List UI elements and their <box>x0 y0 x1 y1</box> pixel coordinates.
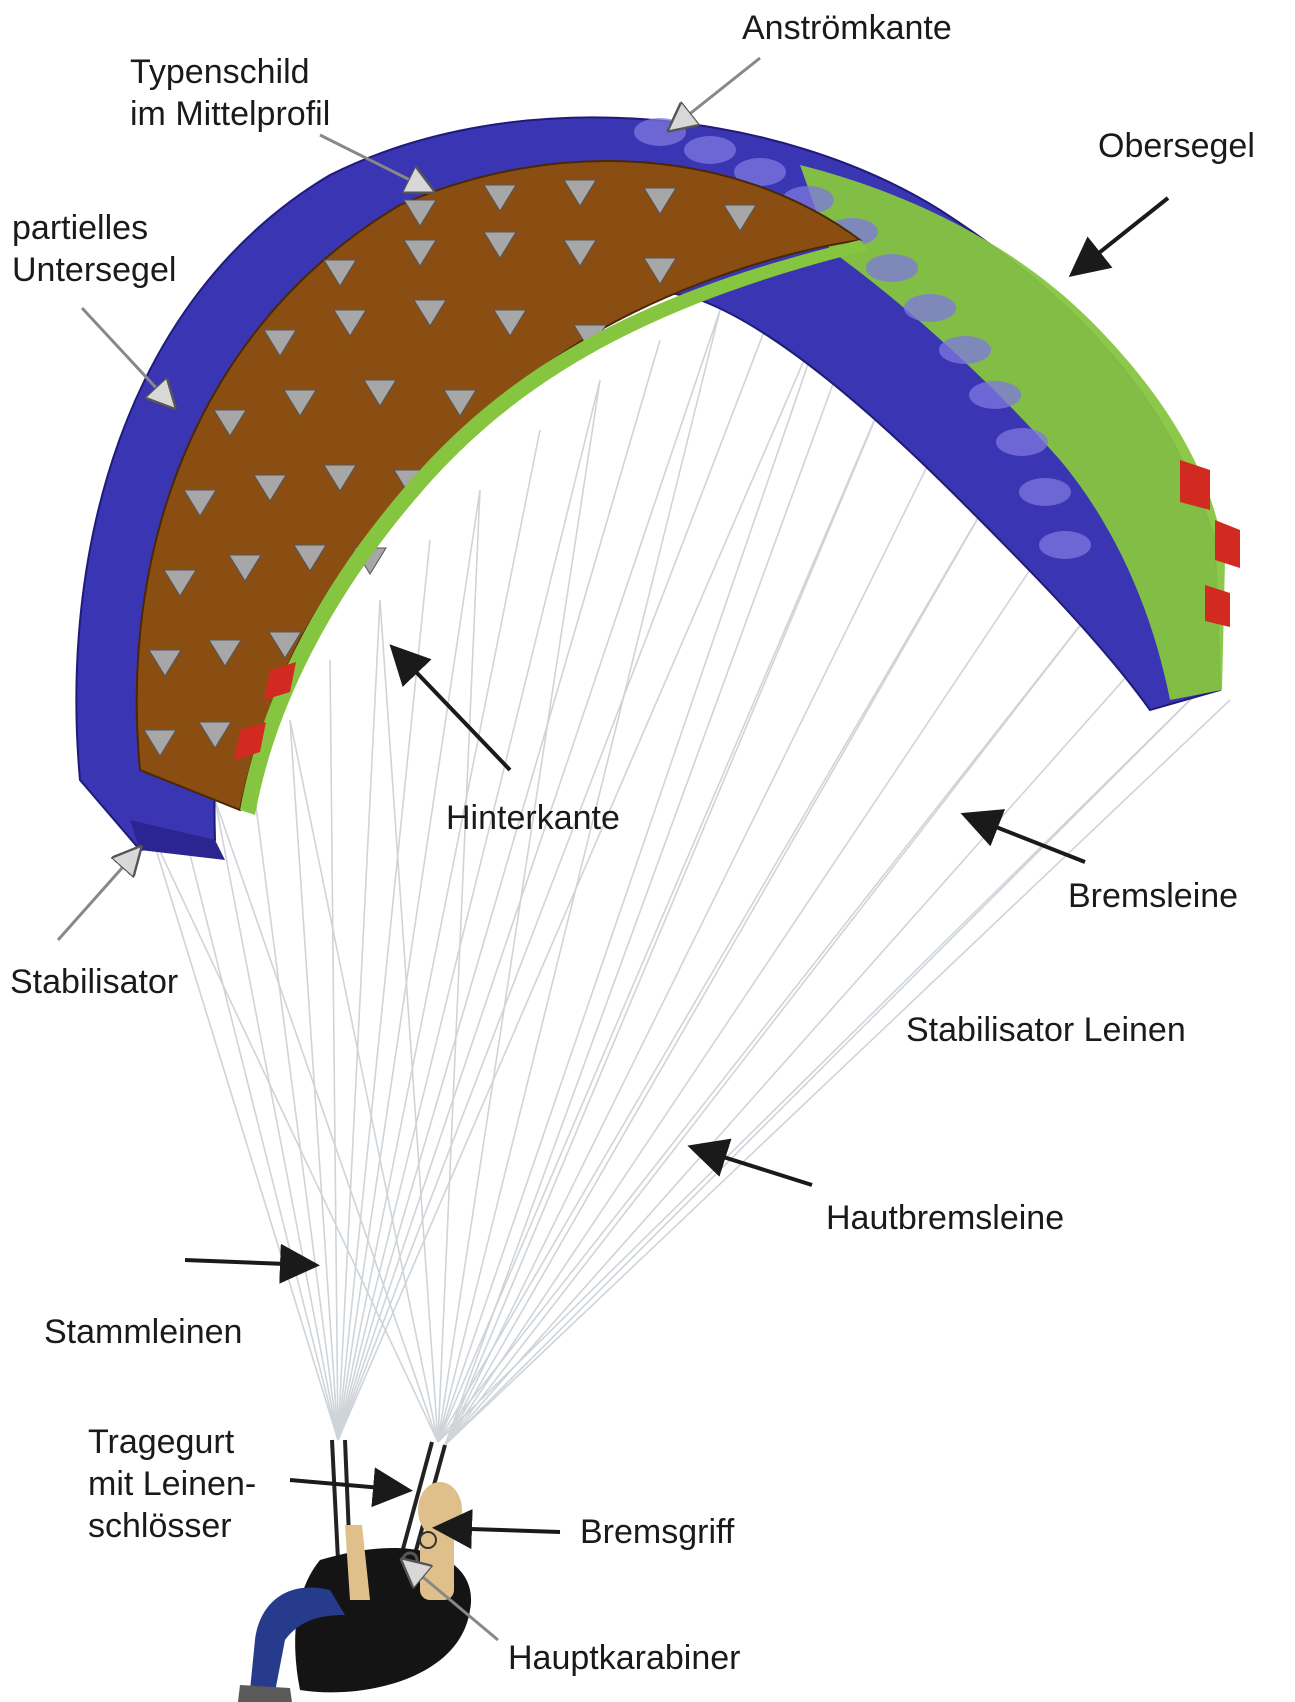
red-accent <box>1215 520 1240 568</box>
suspension-line <box>445 360 900 1445</box>
label-partial-bottom-line2: Untersegel <box>12 250 176 290</box>
pilot <box>238 1440 471 1702</box>
label-stabilizer: Stabilisator <box>10 962 178 1002</box>
label-riser-line2: mit Leinen- <box>88 1464 256 1504</box>
leading-edge-cell <box>904 294 956 322</box>
arrow-brake-handle <box>440 1528 560 1532</box>
label-leading-edge: Anströmkante <box>742 8 952 48</box>
arrow-leading-edge <box>672 58 760 128</box>
label-riser-line3: schlösser <box>88 1506 232 1546</box>
label-top-sail: Obersegel <box>1098 126 1255 166</box>
suspension-line <box>438 360 900 1442</box>
suspension-line <box>445 310 860 1445</box>
label-brake-line: Bremsleine <box>1068 876 1238 916</box>
label-brake-handle: Bremsgriff <box>580 1512 734 1552</box>
red-accent <box>1180 460 1210 510</box>
leading-edge-cell <box>1039 531 1091 559</box>
leading-edge-cell <box>969 381 1021 409</box>
label-riser-line1: Tragegurt <box>88 1422 234 1462</box>
suspension-line <box>445 480 1000 1445</box>
red-accent <box>1205 585 1230 627</box>
label-trailing-edge: Hinterkante <box>446 798 620 838</box>
pilot-boot <box>238 1685 292 1702</box>
suspension-line <box>250 760 338 1440</box>
label-partial-bottom-line1: partielles <box>12 208 148 248</box>
suspension-line <box>338 600 380 1440</box>
suspension-line <box>445 540 1050 1445</box>
suspension-line <box>338 430 540 1440</box>
canopy <box>76 117 1240 860</box>
arrow-skin-brake-line <box>695 1148 812 1185</box>
leading-edge-cell <box>996 428 1048 456</box>
leading-edge-cell <box>939 336 991 364</box>
suspension-line <box>290 720 338 1440</box>
label-nameplate-line2: im Mittelprofil <box>130 94 330 134</box>
leading-edge-cell <box>1019 478 1071 506</box>
label-main-lines: Stammleinen <box>44 1312 242 1352</box>
label-stabilizer-lines: Stabilisator Leinen <box>906 1010 1186 1050</box>
brake-handle-icon <box>420 1532 436 1548</box>
arrow-top-sail <box>1075 198 1168 272</box>
suspension-line <box>380 600 438 1442</box>
label-nameplate-line1: Typenschild <box>130 52 310 92</box>
label-skin-brake-line: Hautbremsleine <box>826 1198 1064 1238</box>
suspension-line <box>445 420 950 1445</box>
leading-edge-cell <box>866 254 918 282</box>
label-main-carabiner: Hauptkarabiner <box>508 1638 740 1678</box>
arrow-stabilizer <box>58 850 138 940</box>
suspension-line <box>330 660 338 1440</box>
leading-edge-cell <box>684 136 736 164</box>
suspension-line <box>438 380 600 1442</box>
